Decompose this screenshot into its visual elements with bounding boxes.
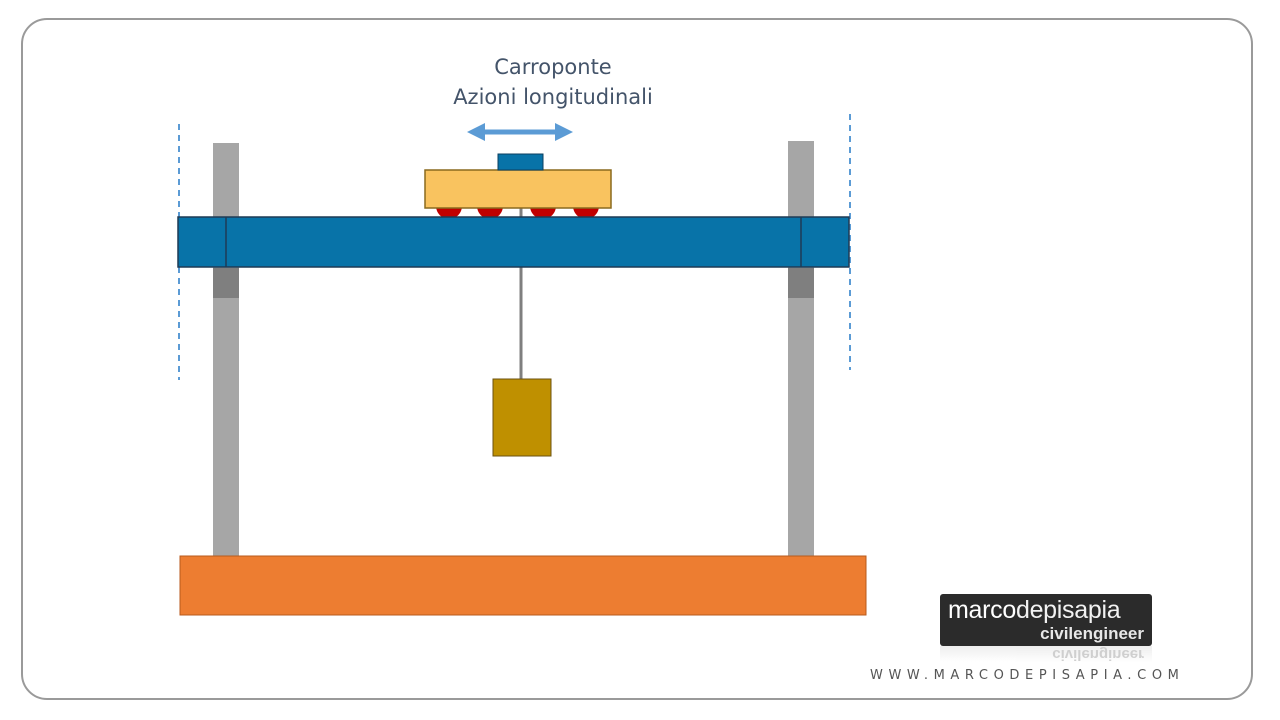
right-column-joint bbox=[788, 268, 814, 298]
logo-name: marcodepisapia bbox=[948, 596, 1144, 624]
right-column bbox=[788, 141, 814, 556]
title-line-2: Azioni longitudinali bbox=[453, 85, 653, 109]
brand-logo: marcodepisapia civilengineer bbox=[940, 594, 1152, 646]
logo-name-part1: marco bbox=[948, 596, 1016, 624]
logo-reflection: civilengineer bbox=[940, 646, 1152, 662]
foundation-slab bbox=[179, 555, 867, 616]
trolley-top-block bbox=[497, 153, 544, 171]
double-arrow-icon bbox=[467, 123, 573, 141]
logo-name-part2: depisapia bbox=[1015, 596, 1121, 624]
website-url: WWW.MARCODEPISAPIA.COM bbox=[870, 668, 1185, 683]
trolley-body bbox=[424, 169, 612, 209]
title-line-1: Carroponte bbox=[494, 55, 612, 79]
logo-reflection-text: civilengineer bbox=[1052, 646, 1144, 662]
left-column-joint bbox=[213, 268, 239, 298]
suspended-load bbox=[492, 378, 552, 457]
crane-beam bbox=[177, 216, 850, 268]
logo-tagline: civilengineer bbox=[1040, 624, 1144, 643]
left-column bbox=[213, 143, 239, 556]
diagram-title: Carroponte Azioni longitudinali bbox=[380, 52, 726, 112]
